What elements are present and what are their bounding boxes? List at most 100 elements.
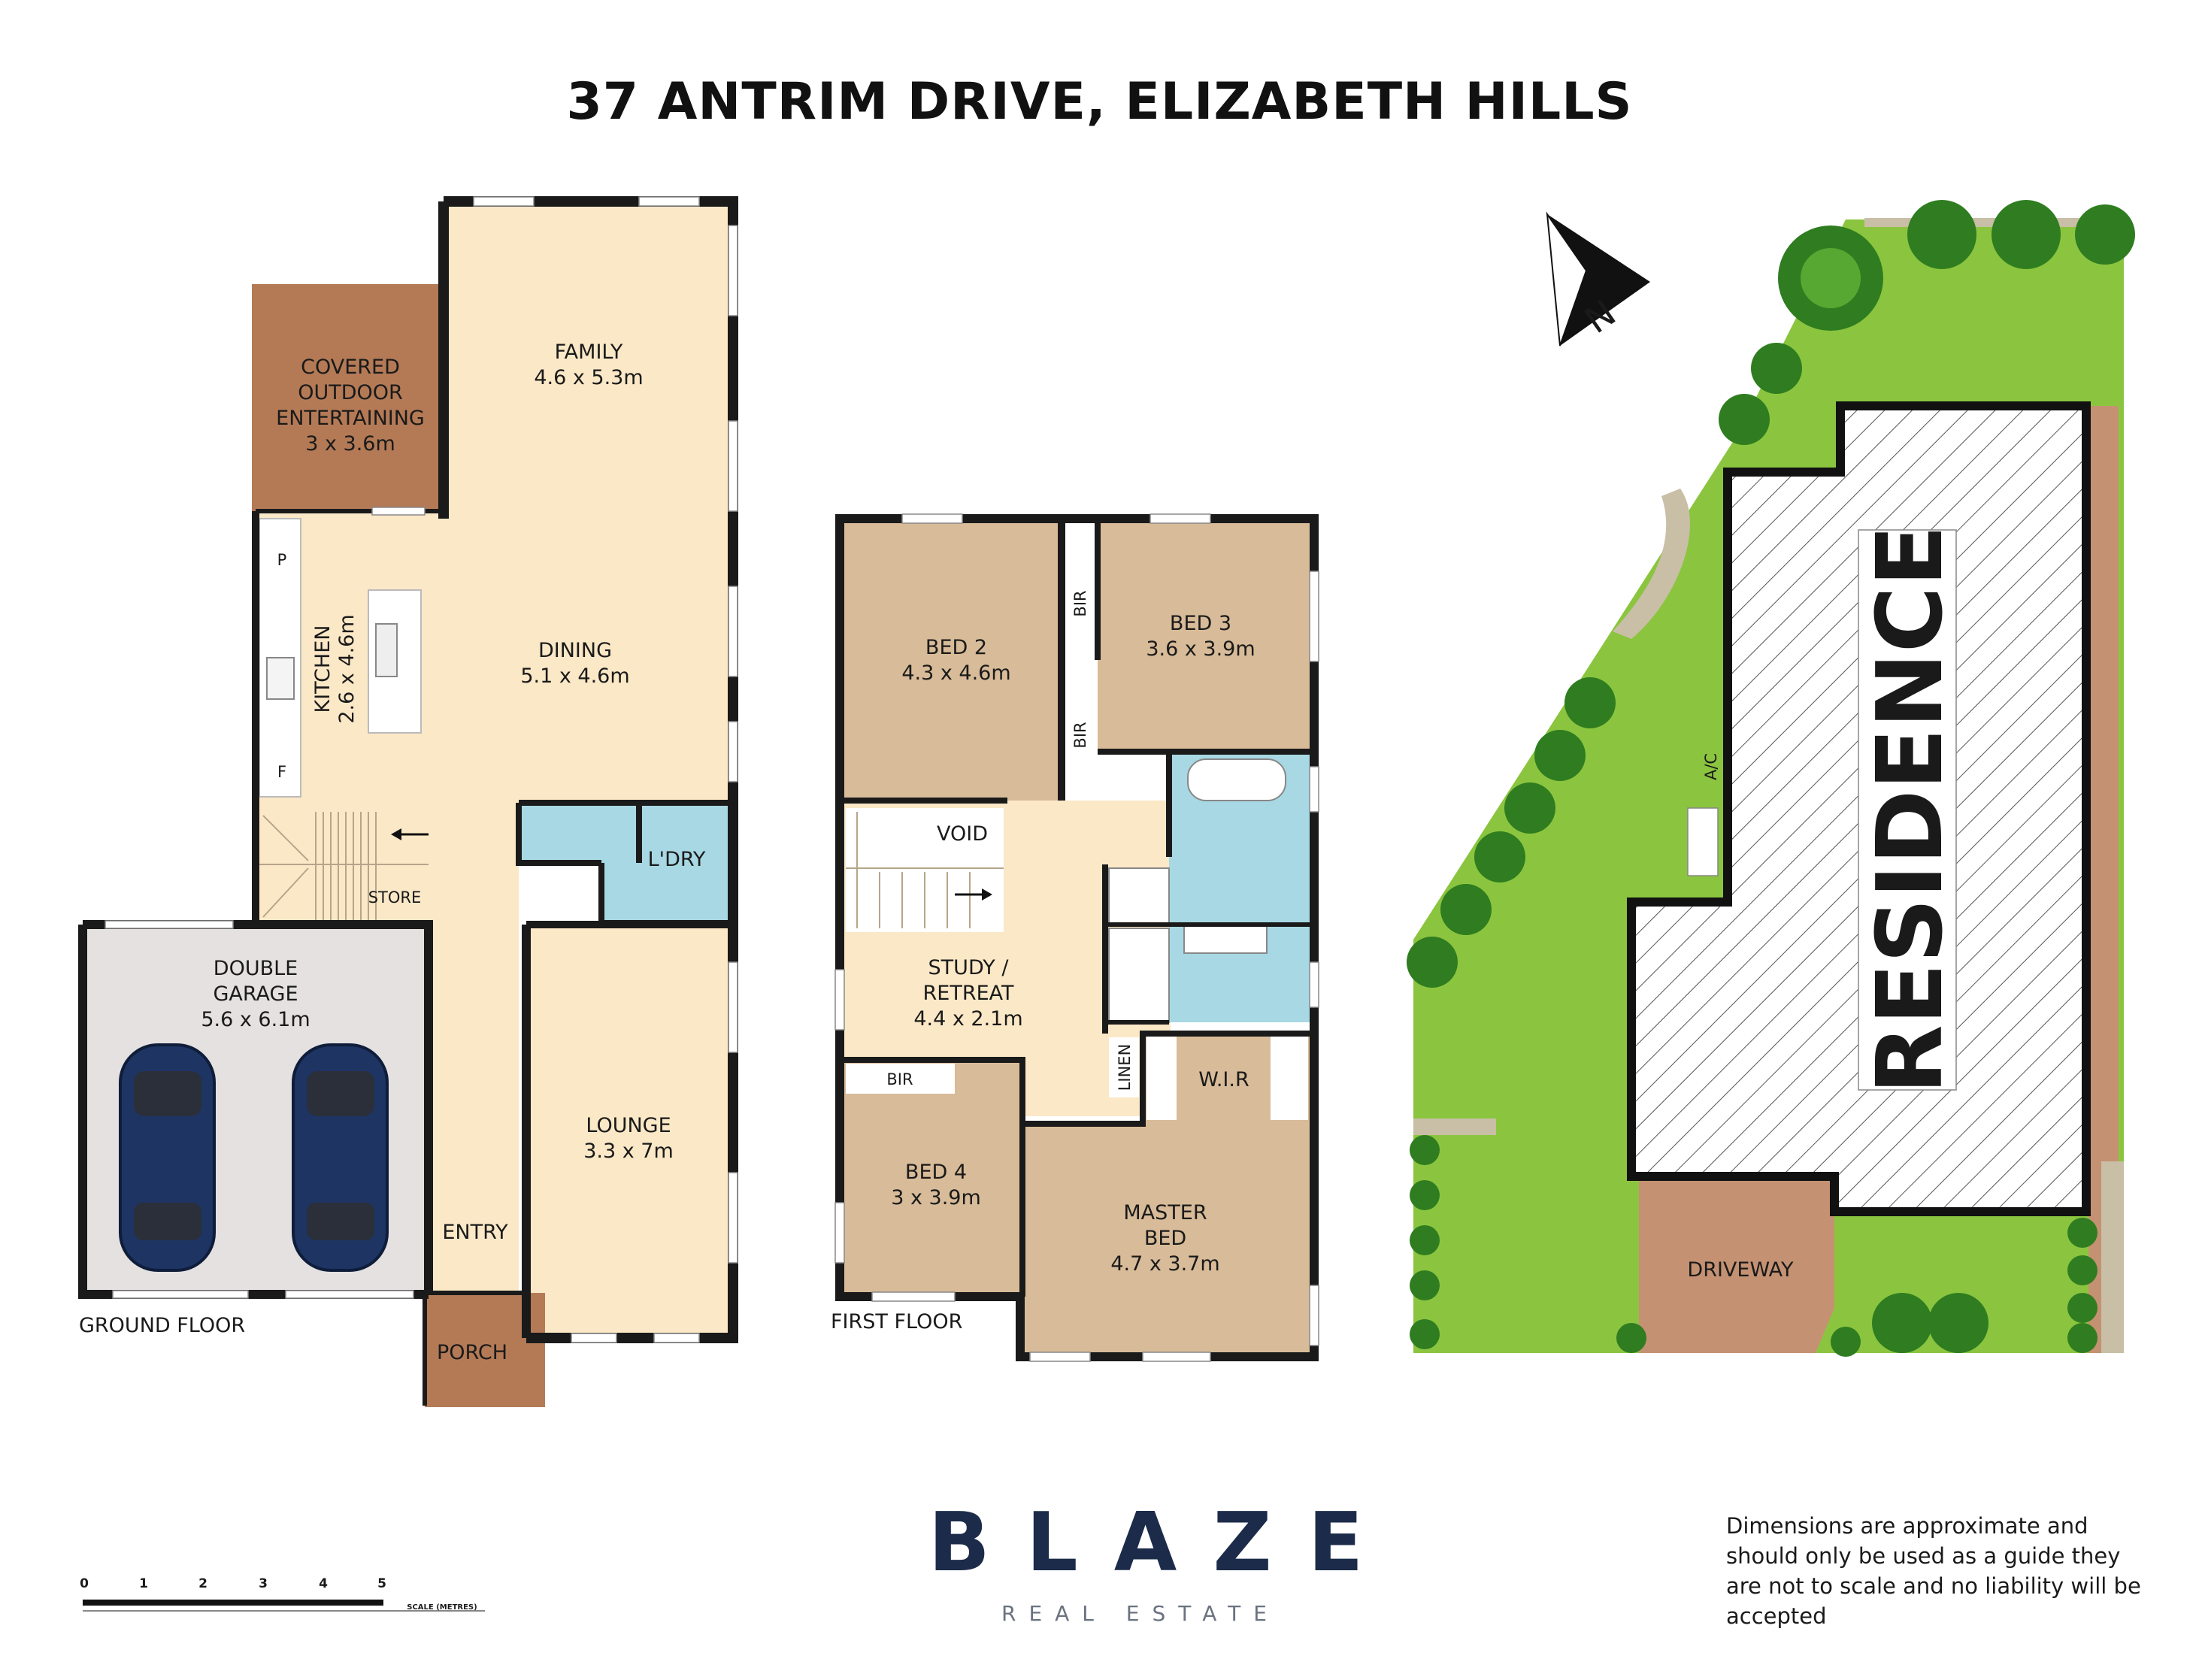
first-walls (835, 514, 1319, 1361)
linen-label: LINEN (1116, 1044, 1134, 1091)
lounge-fill (526, 925, 733, 1338)
bed2-size: 4.3 x 4.6m (901, 661, 1010, 685)
study-name-2: RETREAT (923, 982, 1015, 1005)
entry-name: ENTRY (442, 1221, 508, 1244)
ground-floor-label: GROUND FLOOR (79, 1314, 246, 1337)
outdoor-name-3: ENTERTAINING (276, 407, 425, 430)
bir-bed2-label: BIR (1071, 722, 1089, 748)
brand-logo: BLAZE (928, 1496, 1400, 1590)
first-stair-arrow-head (982, 888, 992, 901)
disclaimer-text: Dimensions are approximate and should on… (1726, 1513, 2141, 1629)
garage-name-2: GARAGE (213, 982, 298, 1006)
ac-unit (1687, 807, 1719, 876)
study-size: 4.4 x 2.1m (913, 1007, 1022, 1031)
driveway-label: DRIVEWAY (1687, 1258, 1794, 1282)
room-labels: FAMILY 4.6 x 5.3m COVERED OUTDOOR ENTERT… (80, 292, 1963, 1612)
tree-icons (1407, 200, 2135, 1357)
bir-bed2-fill (1062, 665, 1098, 778)
powder-room-fill (519, 803, 639, 861)
scale-label: SCALE (METRES) (407, 1603, 477, 1612)
ac-label: A/C (1702, 753, 1720, 780)
wir-robe-right (1271, 1034, 1308, 1120)
bed4-name: BED 4 (905, 1161, 967, 1184)
page-title: 37 ANTRIM DRIVE, ELIZABETH HILLS (566, 72, 1633, 132)
bed2-name: BED 2 (925, 636, 987, 659)
car-right-icon (292, 1043, 389, 1272)
driveway-fill (1639, 1176, 1834, 1353)
porch-name: PORCH (437, 1341, 507, 1364)
bir-bed4-label: BIR (886, 1070, 913, 1088)
bed3-fill (1098, 522, 1312, 752)
void-name: VOID (937, 822, 988, 846)
scale-tick-2: 2 (198, 1576, 207, 1591)
lounge-name: LOUNGE (586, 1114, 671, 1137)
ground-windows (104, 196, 738, 1343)
study-name-1: STUDY / (928, 956, 1010, 979)
bir-bed3-fill (1062, 547, 1098, 660)
scale-tick-3: 3 (259, 1576, 268, 1591)
wir-name: W.I.R (1198, 1068, 1249, 1091)
garage-size: 5.6 x 6.1m (201, 1008, 310, 1031)
side-strip (2101, 1161, 2124, 1353)
kitchen-sink (375, 623, 398, 677)
residence-label: RESIDENCE (1858, 525, 1963, 1094)
stair-fill (259, 812, 429, 925)
outdoor-name-2: OUTDOOR (298, 381, 403, 404)
bed2-fill (840, 522, 1062, 801)
linen-fill (1109, 1037, 1139, 1097)
bir-bed3-label: BIR (1071, 590, 1089, 616)
kitchen-size: 2.6 x 4.6m (335, 614, 359, 723)
hall-fill (429, 812, 519, 1293)
garden-path (1613, 489, 1691, 639)
scale-tick-1: 1 (139, 1576, 148, 1591)
family-name: FAMILY (555, 341, 623, 364)
scale-bar (83, 1600, 485, 1612)
ground-floor-plan (78, 196, 738, 1407)
first-windows (834, 513, 1319, 1362)
master-size: 4.7 x 3.7m (1110, 1252, 1219, 1276)
residence-label-box (1858, 529, 1957, 1091)
master-fill (1022, 1124, 1312, 1353)
family-fill (447, 203, 733, 511)
scale-tick-0: 0 (80, 1576, 89, 1591)
master-name-2: BED (1144, 1227, 1186, 1250)
dining-name: DINING (538, 639, 612, 662)
shower-1 (1108, 867, 1170, 925)
bed3-size: 3.6 x 3.9m (1146, 637, 1255, 661)
laundry-lower-fill (601, 861, 647, 922)
store-name: STORE (368, 888, 422, 907)
garage-name-1: DOUBLE (214, 957, 298, 980)
laundry-name: L'DRY (648, 848, 706, 871)
scale-tick-4: 4 (319, 1576, 328, 1591)
ground-stairs (259, 812, 429, 921)
front-path (1413, 1118, 1496, 1135)
first-floor-label: FIRST FLOOR (831, 1310, 963, 1333)
outdoor-size: 3 x 3.6m (305, 432, 395, 456)
stair-arrow-head (391, 828, 401, 840)
kitchen-name: KITCHEN (311, 625, 335, 713)
bed4-fill (840, 1060, 1020, 1293)
covered-outdoor-fill (252, 284, 440, 511)
cooktop (266, 657, 295, 700)
dining-kitchen-fill (256, 511, 733, 812)
first-stairs (846, 812, 1004, 928)
family-size: 4.6 x 5.3m (534, 366, 643, 389)
wir-robe-left (1146, 1034, 1177, 1120)
scale-tick-5: 5 (377, 1576, 386, 1591)
lounge-size: 3.3 x 7m (583, 1140, 674, 1163)
master-name-1: MASTER (1123, 1201, 1207, 1224)
bir-bed4-fill (846, 1064, 955, 1094)
car-left-icon (119, 1043, 216, 1272)
bath-tub (1187, 758, 1286, 801)
dining-size: 5.1 x 4.6m (520, 664, 629, 688)
brand-tagline: REAL ESTATE (1001, 1601, 1280, 1626)
bed4-size: 3 x 3.9m (891, 1186, 981, 1209)
shower-2 (1108, 928, 1170, 1023)
vanity (1183, 924, 1268, 954)
fridge-marker: F (277, 763, 286, 781)
site-plan (1407, 200, 2135, 1357)
outdoor-name-1: COVERED (301, 356, 400, 379)
pantry-marker: P (277, 551, 287, 569)
first-floor-plan (834, 513, 1319, 1362)
